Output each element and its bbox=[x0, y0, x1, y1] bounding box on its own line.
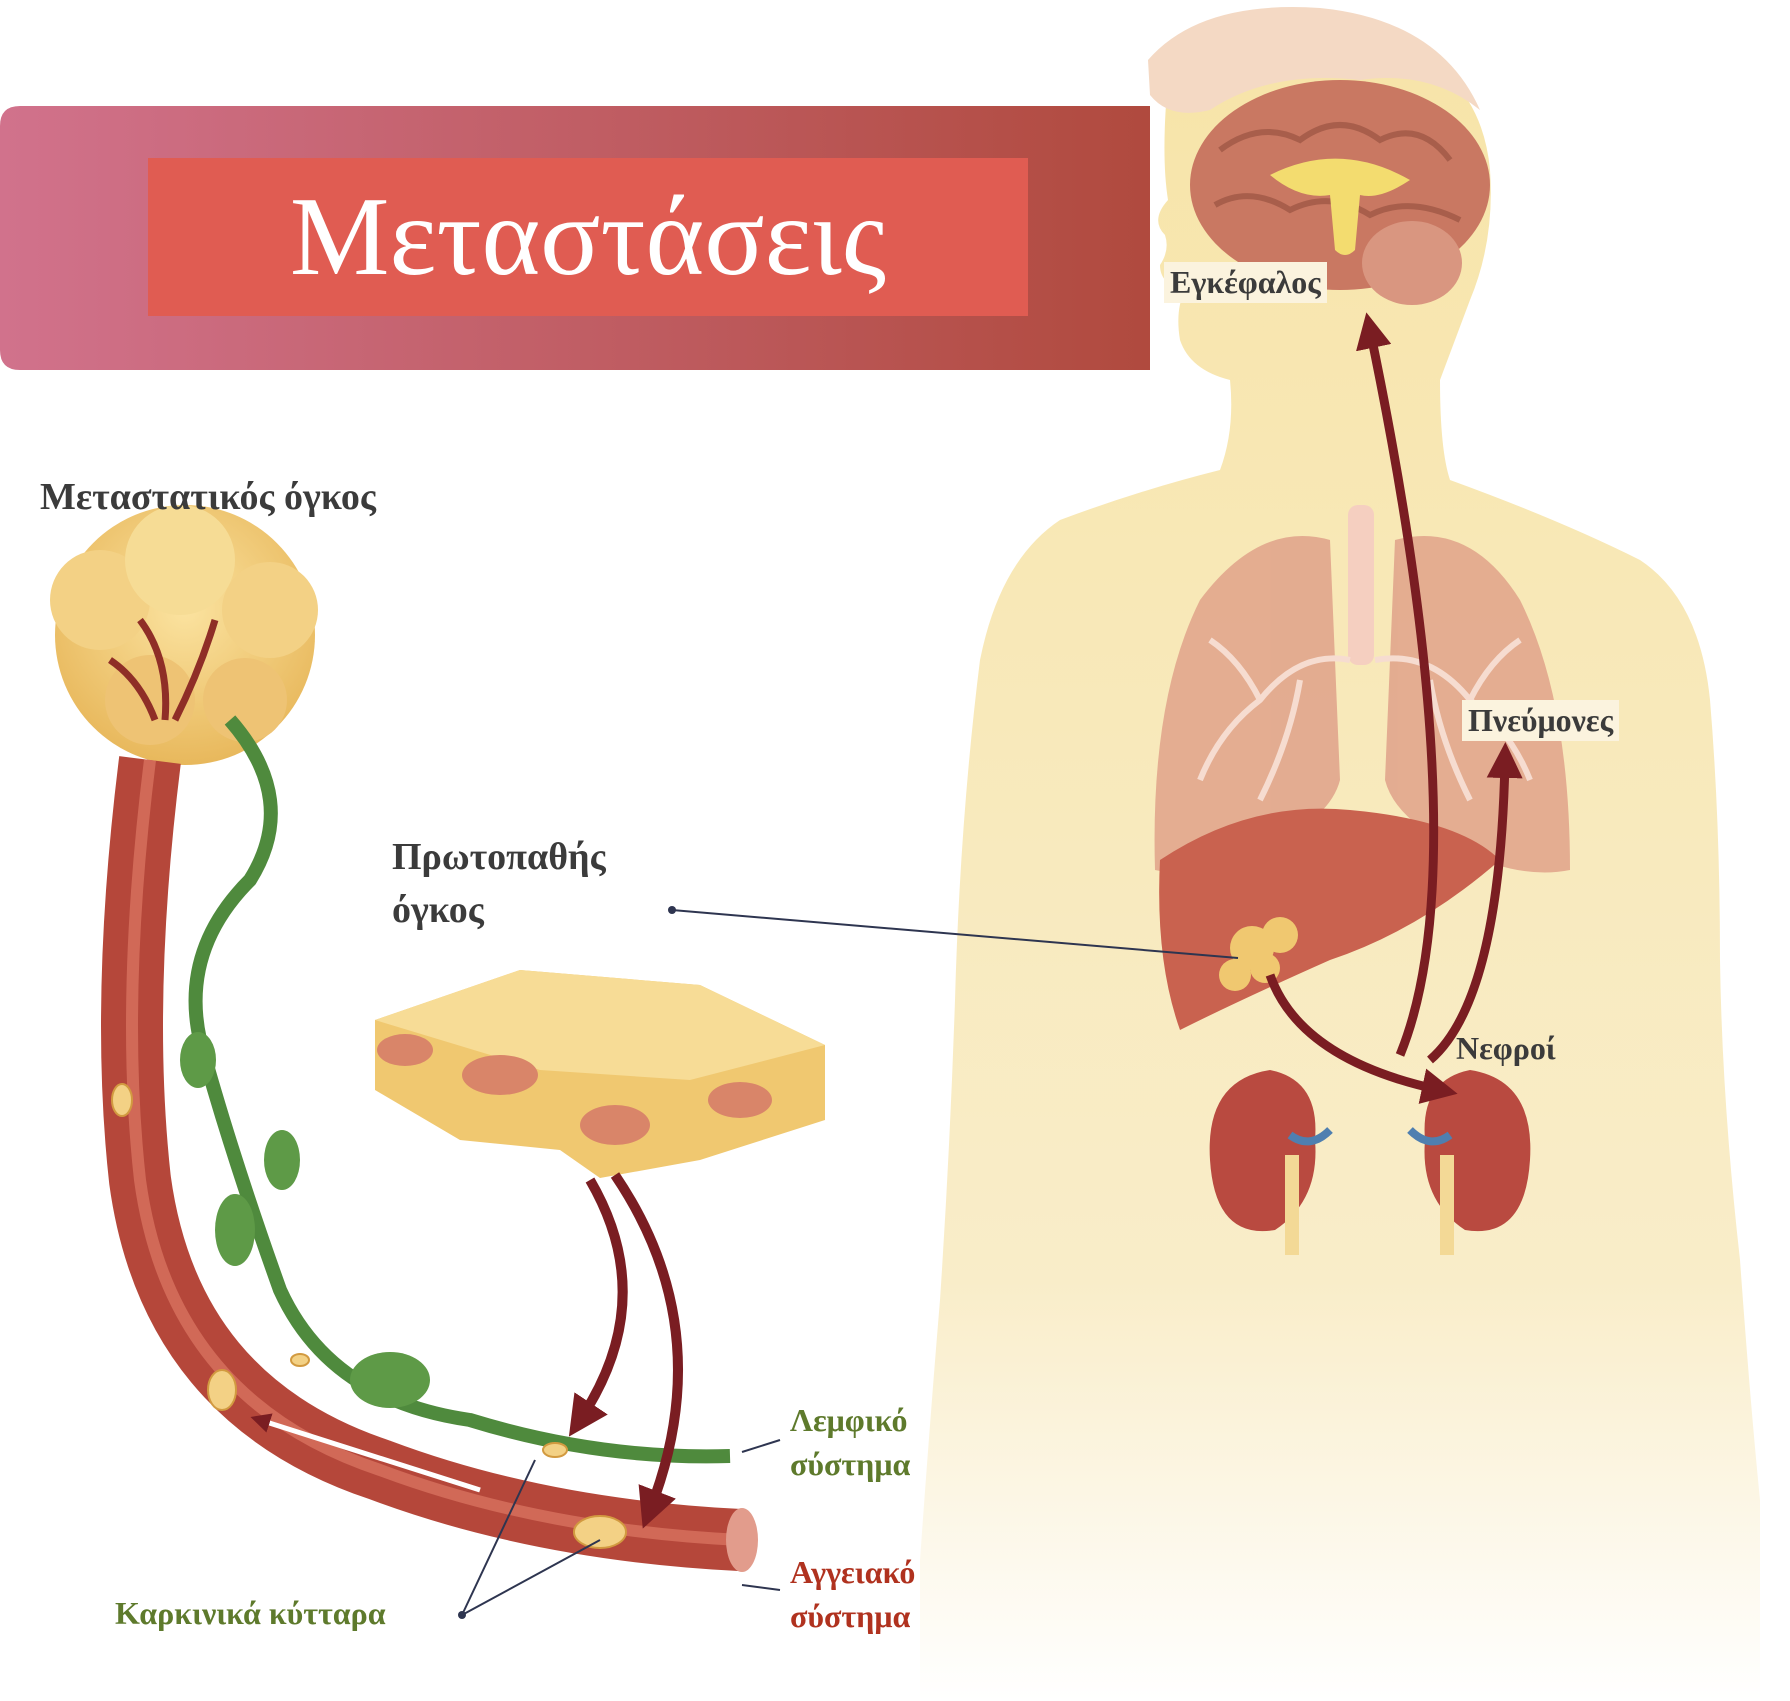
label-metastatic-tumor: Μεταστατικός όγκος bbox=[40, 476, 376, 518]
page-title: Μεταστάσεις bbox=[148, 158, 1028, 316]
label-kidneys: Νεφροί bbox=[1456, 1030, 1556, 1066]
body-arrows bbox=[1265, 312, 1523, 1104]
metastatic-tumor bbox=[50, 505, 318, 765]
primary-tumor-tissue bbox=[375, 970, 825, 1178]
label-lymphatic-1: Λεμφικό bbox=[790, 1402, 908, 1438]
label-cancer-cells: Καρκινικά κύτταρα bbox=[115, 1595, 386, 1631]
label-primary-tumor-2: όγκος bbox=[392, 889, 484, 931]
trachea bbox=[1348, 505, 1374, 665]
label-brain: Εγκέφαλος bbox=[1164, 262, 1327, 303]
kidneys bbox=[1209, 1070, 1531, 1255]
label-pointers bbox=[461, 1439, 781, 1616]
label-lungs: Πνεύμονες bbox=[1462, 700, 1620, 741]
hair bbox=[1148, 7, 1480, 113]
lymphatic-vessel bbox=[180, 715, 731, 1464]
cancer-cells bbox=[111, 1083, 627, 1549]
brain bbox=[1190, 80, 1490, 305]
label-primary-tumor-1: Πρωτοπαθής bbox=[392, 836, 606, 878]
label-vascular-1: Αγγειακό bbox=[790, 1554, 916, 1590]
label-lymphatic-2: σύστημα bbox=[790, 1446, 911, 1482]
blood-vessel bbox=[101, 617, 758, 1572]
label-vascular-2: σύστημα bbox=[790, 1598, 911, 1634]
primary-tumor-pointer bbox=[671, 909, 1239, 959]
tissue-arrows bbox=[568, 1172, 683, 1529]
